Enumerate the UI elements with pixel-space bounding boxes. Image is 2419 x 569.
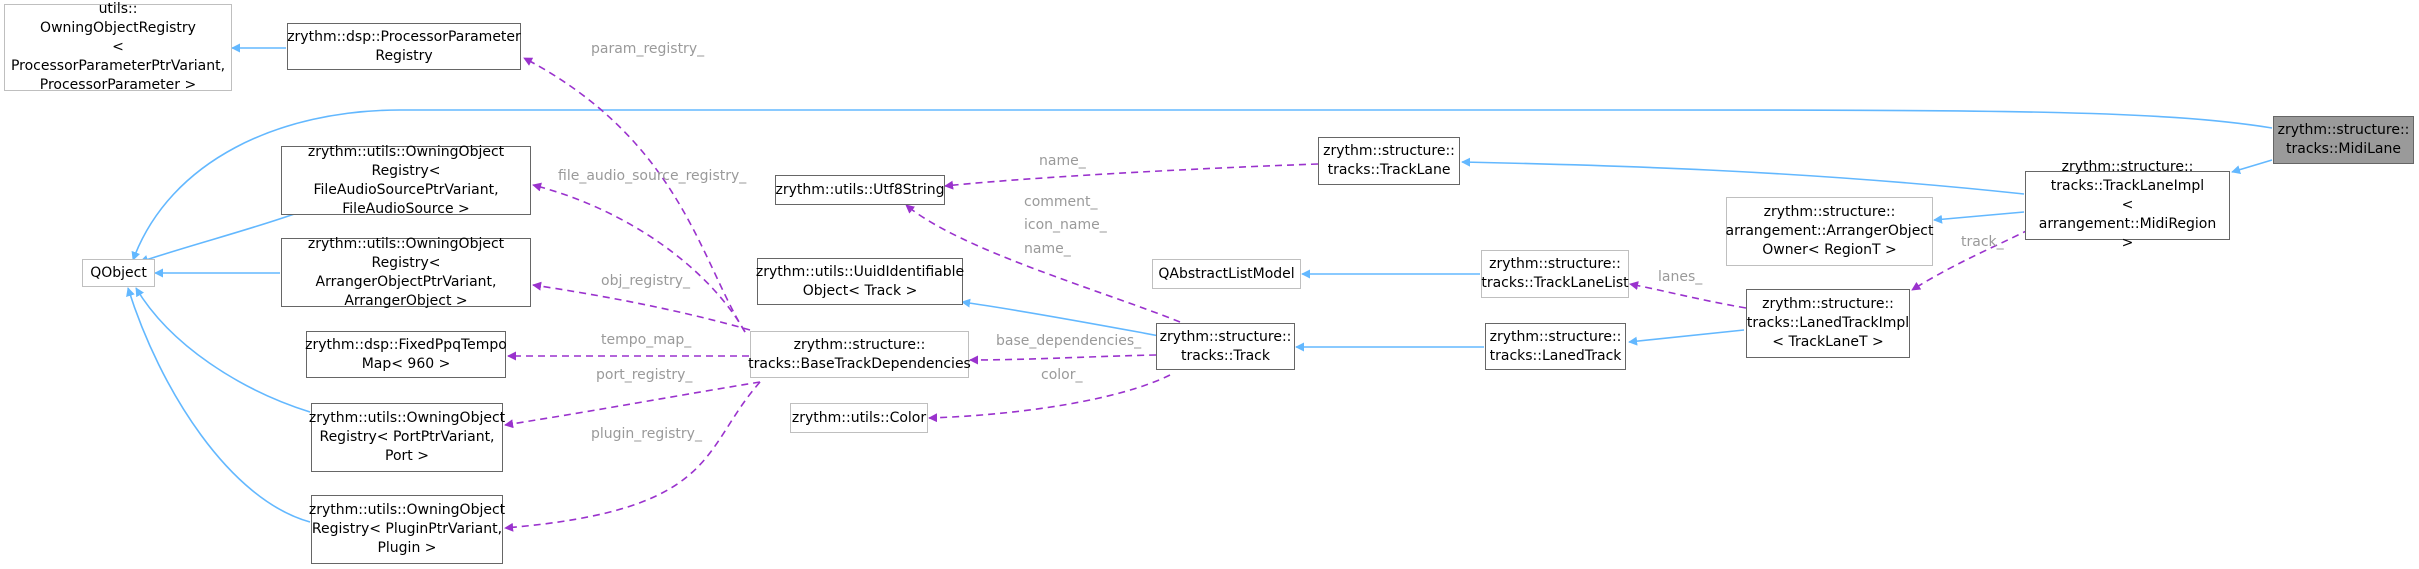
- edge-track-lane-impl-to-arranger-owner: [1933, 211, 2025, 224]
- edge-label-file-audio-source-registry: file_audio_source_registry_: [558, 168, 747, 184]
- node-qobject[interactable]: QObject: [82, 259, 155, 287]
- node-track-lane-list[interactable]: zrythm::structure:: tracks::TrackLaneLis…: [1481, 250, 1629, 298]
- edge-file-audio-source-registry: [532, 182, 746, 333]
- edge-plugin-registry: [504, 381, 761, 532]
- edge-track-to-uuid-identifiable: [961, 298, 1161, 337]
- edge-label-icon-name: icon_name_: [1024, 217, 1107, 233]
- edge-label-tempo-map: tempo_map_: [601, 332, 692, 348]
- node-base-track-dependencies[interactable]: zrythm::structure:: tracks::BaseTrackDep…: [748, 331, 971, 378]
- node-owning-object-registry-plugin[interactable]: zrythm::utils::OwningObject Registry< Pl…: [309, 495, 505, 564]
- edge-label-track-name: name_: [1024, 241, 1071, 257]
- node-owning-object-registry-arranger-object[interactable]: zrythm::utils::OwningObject Registry< Ar…: [281, 236, 531, 309]
- edge-port-registry: [504, 381, 761, 429]
- edge-color: [928, 374, 1171, 423]
- node-laned-track-impl[interactable]: zrythm::structure:: tracks::LanedTrackIm…: [1746, 289, 1910, 358]
- edge-track-lane-name: [944, 163, 1319, 190]
- node-qabstract-list-model[interactable]: QAbstractListModel: [1152, 259, 1301, 289]
- edge-port-registry-to-qobject: [135, 287, 311, 413]
- node-uuid-identifiable-object[interactable]: zrythm::utils::UuidIdentifiable Object< …: [756, 258, 964, 305]
- edge-laned-track-impl-to-laned-track: [1628, 329, 1745, 346]
- edge-param-registry: [523, 57, 746, 333]
- edge-label-lanes: lanes_: [1658, 269, 1703, 285]
- edge-midi-lane-to-qobject: [131, 109, 2273, 261]
- node-laned-track[interactable]: zrythm::structure:: tracks::LanedTrack: [1485, 323, 1626, 370]
- edge-lanes: [1629, 281, 1747, 309]
- node-color[interactable]: zrythm::utils::Color: [790, 403, 928, 433]
- edge-plugin-registry-to-qobject: [126, 287, 311, 523]
- node-owning-object-registry-processor-parameter[interactable]: utils:: OwningObjectRegistry < Processor…: [4, 1, 232, 93]
- edge-obj-registry: [532, 281, 751, 331]
- node-midi-lane-focus[interactable]: zrythm::structure:: tracks::MidiLane: [2273, 116, 2414, 164]
- edge-label-port-registry: port_registry_: [596, 367, 693, 383]
- node-processor-parameter-registry[interactable]: zrythm::dsp::ProcessorParameter Registry: [287, 23, 521, 70]
- edge-label-plugin-registry: plugin_registry_: [591, 426, 702, 442]
- node-arranger-object-owner[interactable]: zrythm::structure:: arrangement::Arrange…: [1726, 197, 1934, 266]
- edge-label-track: track_: [1961, 234, 2004, 250]
- node-utf8string[interactable]: zrythm::utils::Utf8String: [775, 175, 945, 205]
- node-owning-object-registry-file-audio-source[interactable]: zrythm::utils::OwningObject Registry< Fi…: [281, 144, 531, 217]
- edge-label-base-dependencies: base_dependencies_: [996, 333, 1142, 349]
- edge-file-audio-registry-to-qobject: [139, 211, 301, 264]
- edge-label-track-lane-name: name_: [1039, 153, 1086, 169]
- node-track-lane-impl[interactable]: zrythm::structure:: tracks::TrackLaneImp…: [2025, 159, 2230, 251]
- node-fixed-ppq-tempo-map[interactable]: zrythm::dsp::FixedPpqTempo Map< 960 >: [305, 331, 507, 378]
- edge-label-comment: comment_: [1024, 194, 1098, 210]
- node-track[interactable]: zrythm::structure:: tracks::Track: [1156, 323, 1295, 370]
- edge-midi-lane-to-track-lane-impl: [2231, 159, 2273, 174]
- edge-label-color: color_: [1041, 367, 1083, 383]
- node-owning-object-registry-port[interactable]: zrythm::utils::OwningObject Registry< Po…: [309, 403, 505, 472]
- edge-track-lane-impl-to-track-lane: [1461, 157, 2025, 195]
- edge-label-param-registry: param_registry_: [591, 41, 705, 57]
- edge-track-strings: [905, 204, 1181, 323]
- edge-label-obj-registry: obj_registry_: [601, 273, 691, 289]
- node-track-lane[interactable]: zrythm::structure:: tracks::TrackLane: [1318, 137, 1460, 185]
- edge-base-dependencies: [969, 354, 1157, 365]
